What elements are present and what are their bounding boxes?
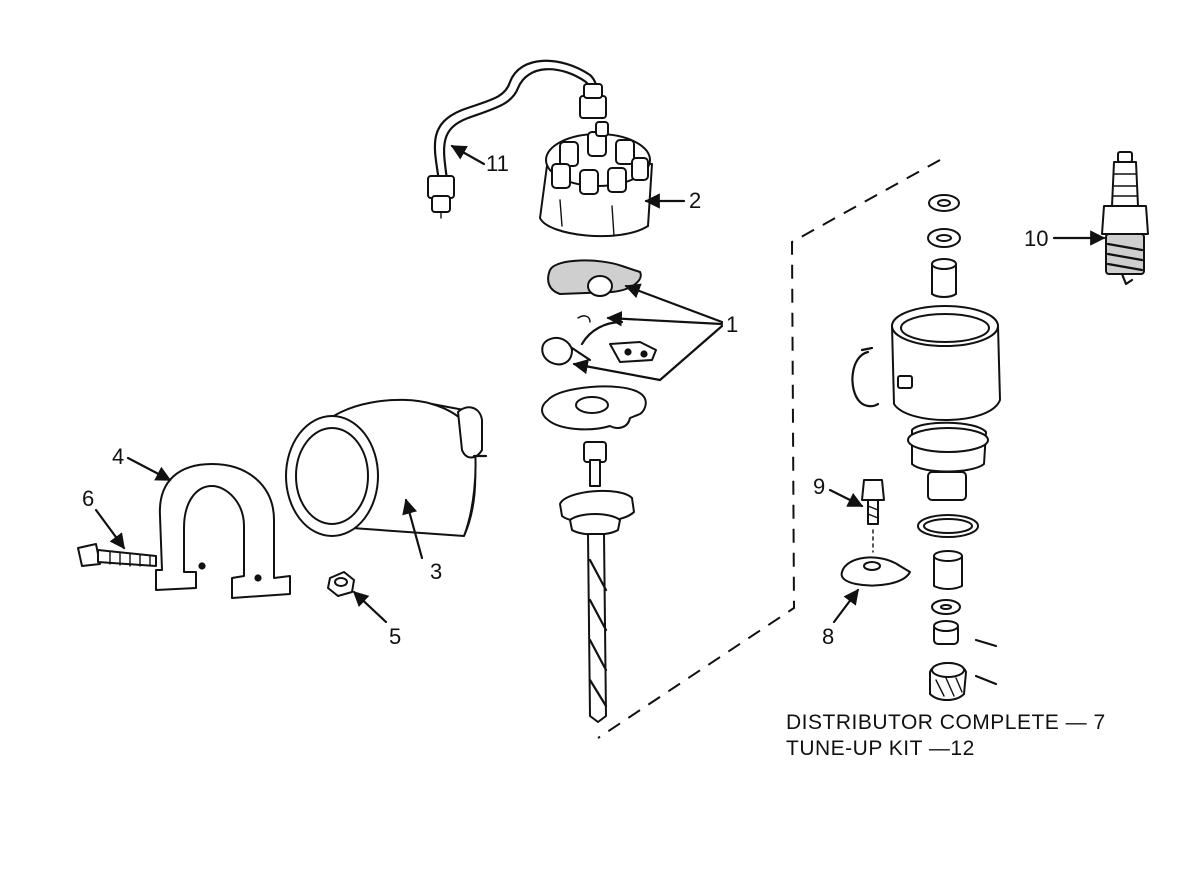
housing-washer-lower (931, 599, 961, 615)
advance-bolt (861, 479, 885, 553)
housing-washer-top (928, 194, 960, 212)
coil-nut (327, 571, 355, 597)
housing-clamp (851, 346, 880, 408)
distributor-cap (539, 121, 653, 238)
callout-5: 5 (389, 624, 402, 649)
housing-collar (933, 620, 959, 645)
housing-o-ring (917, 514, 979, 538)
breaker-plate (541, 385, 647, 431)
roll-pins (974, 638, 998, 686)
callout-8: 8 (822, 624, 835, 649)
rotor (547, 259, 642, 297)
callout-6: 6 (82, 486, 95, 511)
coil-bracket (155, 463, 291, 599)
callout-1: 1 (726, 312, 739, 337)
breaker-points (577, 315, 657, 363)
distributor-shaft (559, 441, 635, 723)
spark-plug (1101, 151, 1149, 286)
ignition-coil (285, 398, 488, 537)
caption-tune-up-kit: TUNE-UP KIT —12 (786, 737, 975, 760)
callout-9: 9 (813, 474, 826, 499)
drive-gear (929, 662, 967, 701)
callout-3: 3 (430, 559, 443, 584)
advance-weight (840, 556, 911, 587)
callout-11: 11 (486, 151, 509, 176)
spark-plug-wire (427, 59, 607, 219)
caption-distributor-complete: DISTRIBUTOR COMPLETE — 7 (786, 711, 1106, 734)
distributor-housing (891, 305, 1001, 501)
callout-10: 10 (1024, 226, 1049, 251)
housing-spacer (933, 550, 963, 590)
exploded-view-boundary (597, 159, 941, 739)
housing-bushing (931, 258, 957, 298)
housing-washer-second (927, 228, 961, 248)
bracket-bolt (77, 543, 157, 567)
callout-2: 2 (689, 188, 702, 213)
callout-4: 4 (112, 444, 125, 469)
condenser (541, 336, 592, 366)
